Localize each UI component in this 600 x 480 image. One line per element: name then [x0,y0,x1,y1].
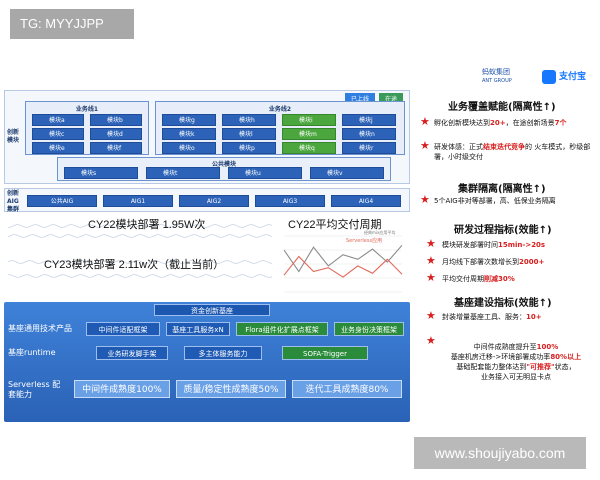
legend-serverless: Serverless应用 [346,238,383,244]
star-icon: ★ [426,237,436,250]
cy22-deploy-text: CY22模块部署 1.95W次 [88,219,206,231]
module-b: 模块b [90,114,142,126]
star-icon: ★ [426,271,436,284]
legend-in-progress: 在途 [378,93,403,104]
box-flora-framework: Flora组件化扩展点框架 [236,322,328,336]
module-h: 模块h [222,114,276,126]
aig-cluster-label: 创新AIG集群 [7,190,20,213]
module-d: 模块d [90,128,142,140]
base-title: 资金创新基座 [154,304,270,316]
item-coverage-2: 研发体感：正式结束迭代竞争的 火车模式，秒级部署，小时级交付 [434,143,591,161]
module-f: 模块f [90,142,142,154]
box-middleware-adapter: 中间件适配框架 [86,322,160,336]
item-process-1: 模块研发部署时间15min->20s [442,241,546,249]
deploy-trace-line [7,260,273,264]
legend-classic: 经典mix应用平均 [364,230,396,235]
star-icon: ★ [420,115,430,128]
item-process-3: 平均交付周期削减30% [442,275,515,283]
module-v: 模块v [310,167,384,179]
box-multi-entity: 多主体服务能力 [184,346,262,360]
series-line-0 [283,244,403,273]
architecture-diagram: 已上线 在途 创新模块 业务线1 模块a 模块b 模块c 模块d 模块e 模块f… [4,90,410,422]
module-i: 模块i [282,114,336,126]
box-base-tools: 基座工具服务xN [166,322,230,336]
item-cluster-1: 5个AIG非对等部署，高、低保业务隔离 [434,197,556,205]
metrics-summary: 蚂蚁集团 ANT GROUP 支付宝 业务覆盖赋能(隔离性↑) ★ 孵化创新模块… [416,66,600,426]
alipay-name: 支付宝 [559,72,587,82]
ant-group-logo: 蚂蚁集团 ANT GROUP [482,68,512,86]
legend-online: 已上线 [344,93,375,104]
section-title-base: 基座建设指标(效能↑) [454,298,552,309]
module-o: 模块o [162,142,216,154]
module-a: 模块a [32,114,84,126]
tg-badge: TG: MYYJJPP [10,9,134,39]
section-title-coverage: 业务覆盖赋能(隔离性↑) [448,102,556,113]
section-title-process: 研发过程指标(效能↑) [454,225,552,236]
box-iteration-maturity: 迭代工具成熟度80% [292,380,402,398]
innovation-modules-panel: 已上线 在途 创新模块 业务线1 模块a 模块b 模块c 模块d 模块e 模块f… [4,90,410,184]
item-coverage-1: 孵化创新模块达到20+，在途创新场景7个 [434,119,567,127]
cy23-deploy-text: CY23模块部署 2.11w次（截止当前） [44,259,225,271]
watermark: www.shoujiyabo.com [414,437,586,469]
aig-2: AIG2 [179,195,249,207]
series-line-1 [283,255,403,278]
module-k: 模块k [162,128,216,140]
box-business-identity: 业务身份决策框架 [334,322,404,336]
ant-group-sub: ANT GROUP [482,78,512,84]
business-line-2: 业务线2 模块g 模块h 模块i 模块j 模块k 模块l 模块m 模块n 模块o… [155,101,405,155]
deploy-trace-line [7,274,273,278]
metrics-chart-area: CY22模块部署 1.95W次 CY23模块部署 2.11w次（截止当前） CY… [4,214,410,302]
box-quality-maturity: 质量/稳定性成熟度50% [176,380,286,398]
business-line-1-title: 业务线1 [75,106,99,113]
deploy-trace-line [7,234,273,238]
star-icon: ★ [420,139,430,152]
module-s: 模块s [64,167,138,179]
module-q: 模块q [282,142,336,154]
cy22-cycle-title: CY22平均交付周期 [288,219,382,231]
module-n: 模块n [342,128,396,140]
row-label-serverless: Serverless 配套能力 [8,380,61,399]
aig-1: AIG1 [103,195,173,207]
company-logo: 蚂蚁集团 ANT GROUP 支付宝 [482,68,594,90]
row-label-tech-products: 基座通用技术产品 [8,324,72,333]
box-scaffold: 业务研发脚手架 [96,346,168,360]
module-j: 模块j [342,114,396,126]
module-p: 模块p [222,142,276,154]
common-modules-title: 公共模块 [211,161,236,168]
module-g: 模块g [162,114,216,126]
star-icon: ★ [426,254,436,267]
star-icon: ★ [426,334,436,347]
delivery-cycle-chart [283,235,403,293]
box-middleware-maturity: 中间件成熟度100% [74,380,170,398]
box-sofa-trigger: SOFA-Trigger [282,346,368,360]
common-modules: 公共模块 模块s 模块t 模块u 模块v [57,157,391,181]
module-l: 模块l [222,128,276,140]
row-label-runtime: 基座runtime [8,348,56,357]
alipay-icon [542,69,556,84]
module-u: 模块u [228,167,302,179]
item-base-1: 封装增量基座工具、服务：10+ [442,313,542,321]
module-t: 模块t [146,167,220,179]
item-process-2: 月均线下部署次数增长到2000+ [442,258,545,266]
module-m: 模块m [282,128,336,140]
module-e: 模块e [32,142,84,154]
business-line-2-title: 业务线2 [268,106,292,113]
business-line-1: 业务线1 模块a 模块b 模块c 模块d 模块e 模块f [25,101,149,155]
alipay-logo: 支付宝 [542,68,586,86]
module-r: 模块r [342,142,396,154]
module-c: 模块c [32,128,84,140]
deploy-trace-line [7,224,273,228]
deploy-trend-chart [7,224,273,278]
ant-group-name: 蚂蚁集团 [482,68,510,76]
aig-public: 公共AIG [27,195,97,207]
star-icon: ★ [420,193,430,206]
section-title-cluster: 集群隔离(隔离性↑) [458,184,546,195]
funding-innovation-base: 资金创新基座 基座通用技术产品 中间件适配框架 基座工具服务xN Flora组件… [4,302,410,422]
star-icon: ★ [426,309,436,322]
aig-4: AIG4 [331,195,401,207]
aig-3: AIG3 [255,195,325,207]
item-base-2: 中间件成熟度提升至100% 基座机房迁移->环境部署成功率80%以上 基础配套能… [450,343,582,381]
innovation-modules-label: 创新模块 [7,129,20,144]
aig-cluster-panel: 创新AIG集群 公共AIG AIG1 AIG2 AIG3 AIG4 [4,188,410,213]
